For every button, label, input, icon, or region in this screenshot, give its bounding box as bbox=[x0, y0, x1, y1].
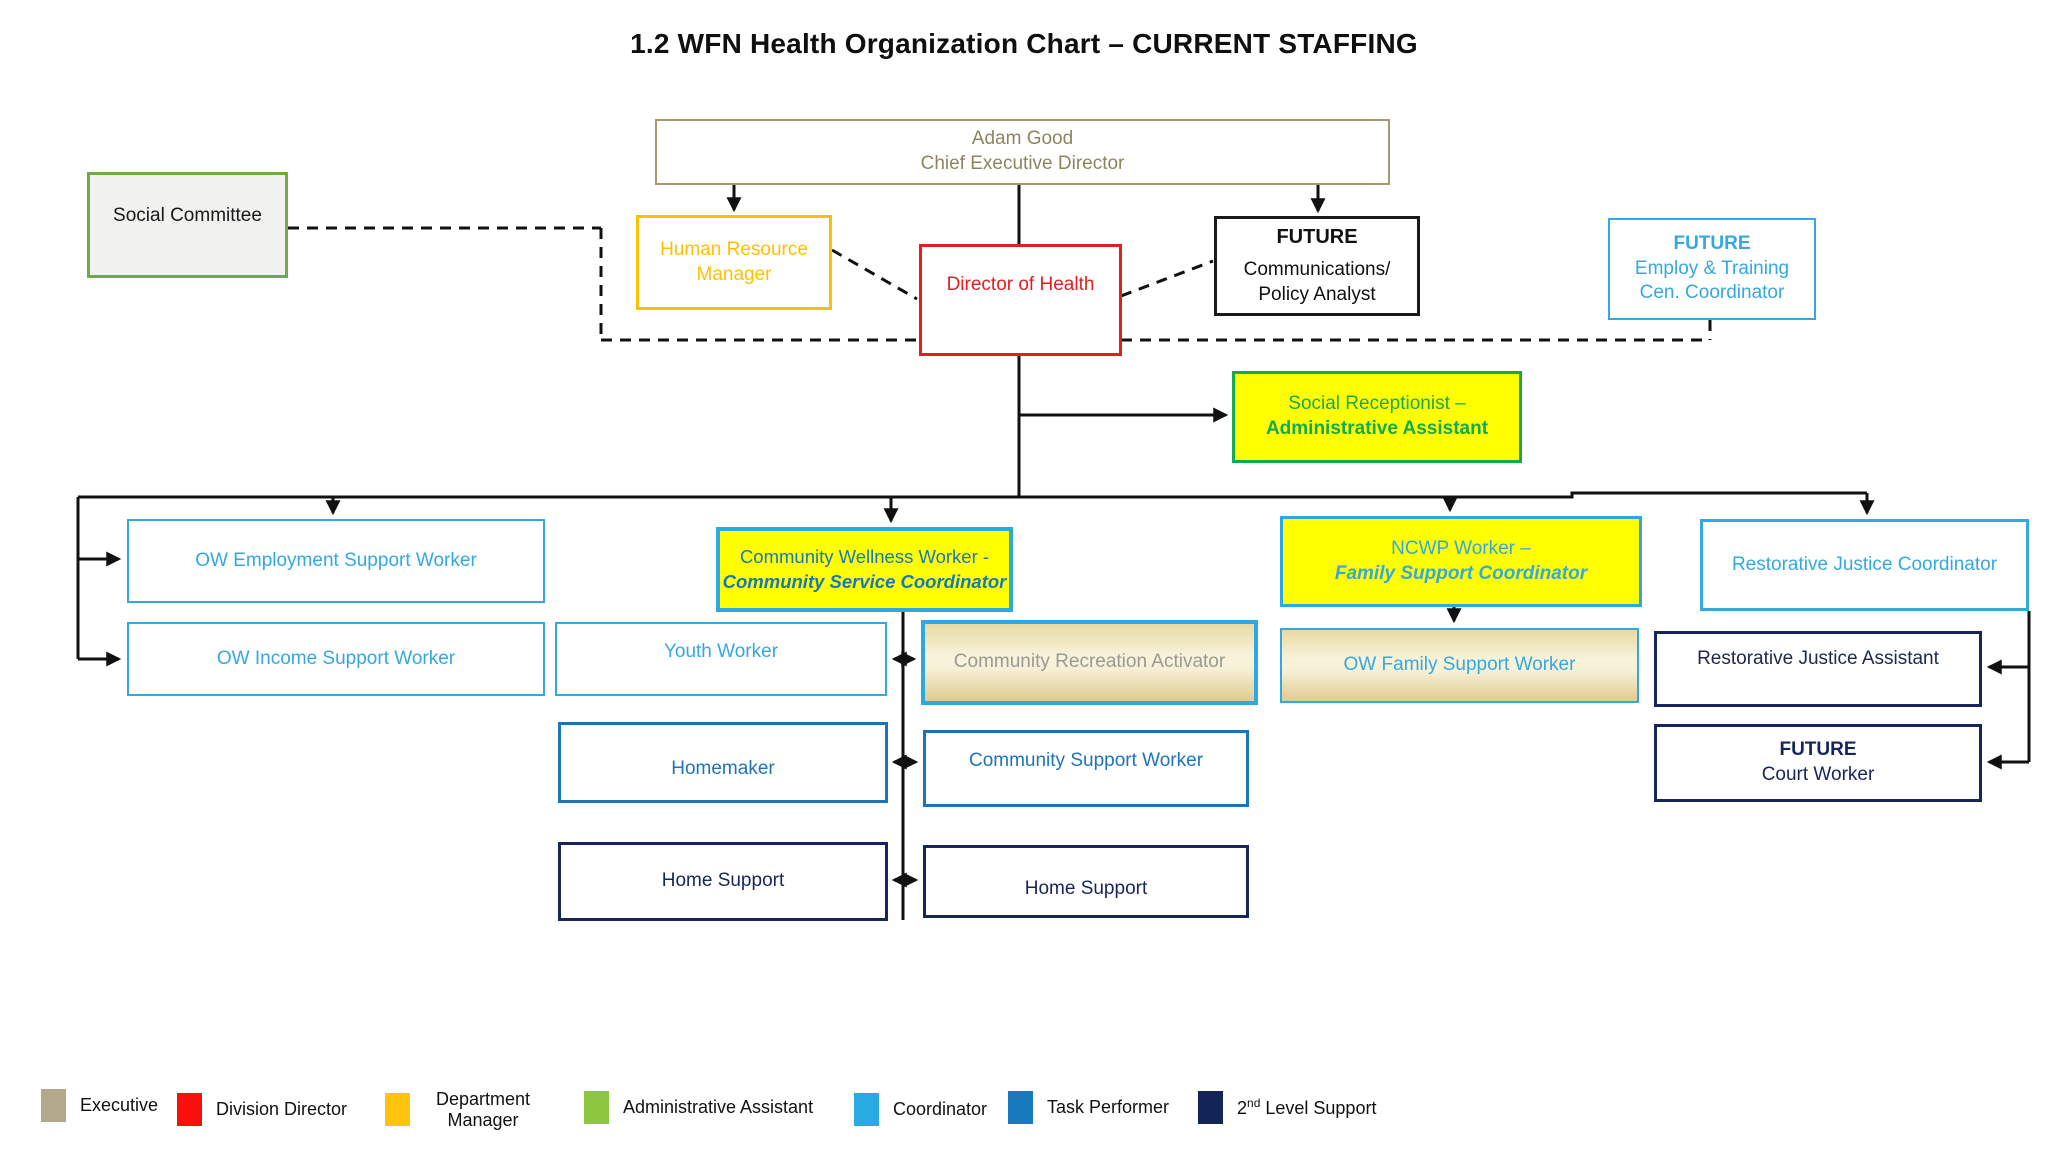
node-homemaker: Homemaker bbox=[558, 722, 888, 803]
node-ncwp-worker-family-support-coordinator: NCWP Worker – Family Support Coordinator bbox=[1280, 516, 1642, 607]
legend-item-2nd-level-support: 2nd Level Support bbox=[1198, 1091, 1376, 1124]
legend-swatch-2nd-level-support bbox=[1198, 1091, 1223, 1124]
node-community-support-worker: Community Support Worker bbox=[923, 730, 1249, 807]
legend-label: Department Manager bbox=[435, 1089, 531, 1130]
ceo-title: Chief Executive Director bbox=[920, 153, 1125, 174]
legend-swatch-administrative-assistant bbox=[584, 1091, 609, 1124]
homemaker-label: Homemaker bbox=[671, 758, 775, 780]
node-restorative-justice-assistant: Restorative Justice Assistant bbox=[1654, 631, 1982, 707]
ow-family-label: OW Family Support Worker bbox=[1343, 654, 1576, 676]
legend-swatch-department-manager bbox=[385, 1093, 410, 1127]
employ-line2: Cen. Coordinator bbox=[1639, 282, 1785, 304]
future-tag: FUTURE bbox=[1673, 232, 1751, 254]
distribution-line bbox=[78, 491, 1867, 499]
dashed-hr-to-director bbox=[831, 248, 918, 301]
legend-item-coordinator: Coordinator bbox=[854, 1093, 987, 1126]
dashed-director-to-comms bbox=[1120, 259, 1214, 298]
node-future-court-worker: FUTURE Court Worker bbox=[1654, 724, 1982, 802]
node-community-recreation-activator: Community Recreation Activator bbox=[921, 620, 1258, 705]
legend-swatch-task-performer bbox=[1008, 1091, 1033, 1124]
home-support-label: Home Support bbox=[1024, 878, 1148, 900]
legend-swatch-division-director bbox=[177, 1093, 202, 1126]
node-director-of-health: Director of Health bbox=[919, 244, 1122, 356]
node-ow-employment-support-worker: OW Employment Support Worker bbox=[127, 519, 545, 603]
comms-line2: Policy Analyst bbox=[1258, 284, 1376, 305]
node-future-employ-training-coordinator: FUTURE Employ & Training Cen. Coordinato… bbox=[1608, 218, 1816, 320]
future-tag: FUTURE bbox=[1779, 739, 1857, 761]
node-restorative-justice-coordinator: Restorative Justice Coordinator bbox=[1700, 519, 2029, 611]
receptionist-line2: Administrative Assistant bbox=[1265, 418, 1489, 439]
legend-item-division-director: Division Director bbox=[177, 1093, 347, 1126]
legend-item-task-performer: Task Performer bbox=[1008, 1091, 1169, 1124]
ceo-name: Adam Good bbox=[971, 128, 1074, 150]
comms-line1: Communications/ bbox=[1243, 259, 1391, 281]
legend-label: Administrative Assistant bbox=[623, 1097, 814, 1118]
legend-swatch-coordinator bbox=[854, 1093, 879, 1126]
legend-item-executive: Executive bbox=[41, 1089, 158, 1122]
node-chief-executive-director: Adam Good Chief Executive Director bbox=[655, 119, 1390, 185]
rj-assistant-label: Restorative Justice Assistant bbox=[1697, 647, 1939, 669]
node-home-support-right: Home Support bbox=[923, 845, 1249, 918]
node-ow-family-support-worker: OW Family Support Worker bbox=[1280, 628, 1639, 703]
youth-worker-label: Youth Worker bbox=[663, 640, 779, 662]
hr-line1: Human Resource bbox=[660, 238, 808, 260]
court-worker-label: Court Worker bbox=[1761, 764, 1875, 785]
legend-label: 2nd Level Support bbox=[1237, 1095, 1377, 1118]
hr-line2: Manager bbox=[696, 263, 772, 285]
legend-label: Division Director bbox=[216, 1099, 348, 1120]
employ-line1: Employ & Training bbox=[1634, 257, 1790, 279]
node-home-support-left: Home Support bbox=[558, 842, 888, 921]
wellness-line2: Community Service Coordinator bbox=[722, 570, 1007, 592]
page-title: 1.2 WFN Health Organization Chart – CURR… bbox=[630, 28, 1418, 59]
legend-label: Executive bbox=[80, 1095, 159, 1116]
home-support-label: Home Support bbox=[661, 870, 785, 892]
node-human-resource-manager: Human Resource Manager bbox=[636, 215, 832, 310]
social-committee-label: Social Committee bbox=[113, 204, 262, 226]
node-social-receptionist-admin-assistant: Social Receptionist – Administrative Ass… bbox=[1232, 371, 1522, 463]
node-ow-income-support-worker: OW Income Support Worker bbox=[127, 622, 545, 696]
legend-label: Coordinator bbox=[893, 1099, 988, 1120]
ow-employment-label: OW Employment Support Worker bbox=[195, 549, 477, 571]
legend-item-administrative-assistant: Administrative Assistant bbox=[584, 1091, 813, 1124]
node-social-committee: Social Committee bbox=[87, 172, 288, 278]
legend-item-department-manager: Department Manager bbox=[385, 1089, 542, 1130]
wellness-line1: Community Wellness Worker - bbox=[739, 546, 990, 568]
legend: Executive Division Director Department M… bbox=[0, 1085, 2048, 1145]
future-tag: FUTURE bbox=[1276, 226, 1358, 249]
legend-label: Task Performer bbox=[1047, 1097, 1170, 1118]
receptionist-line1: Social Receptionist – bbox=[1288, 393, 1466, 415]
community-support-label: Community Support Worker bbox=[968, 750, 1204, 772]
community-recreation-label: Community Recreation Activator bbox=[953, 651, 1226, 673]
node-community-wellness-worker: Community Wellness Worker - Community Se… bbox=[716, 527, 1013, 612]
ncwp-line2: Family Support Coordinator bbox=[1334, 562, 1588, 584]
ow-income-label: OW Income Support Worker bbox=[216, 647, 456, 669]
node-future-communications-policy-analyst: FUTURE Communications/ Policy Analyst bbox=[1214, 216, 1420, 316]
rj-coordinator-label: Restorative Justice Coordinator bbox=[1731, 553, 1998, 575]
director-label: Director of Health bbox=[946, 273, 1095, 295]
legend-swatch-executive bbox=[41, 1089, 66, 1122]
node-youth-worker: Youth Worker bbox=[555, 622, 887, 696]
ncwp-line1: NCWP Worker – bbox=[1391, 537, 1531, 559]
